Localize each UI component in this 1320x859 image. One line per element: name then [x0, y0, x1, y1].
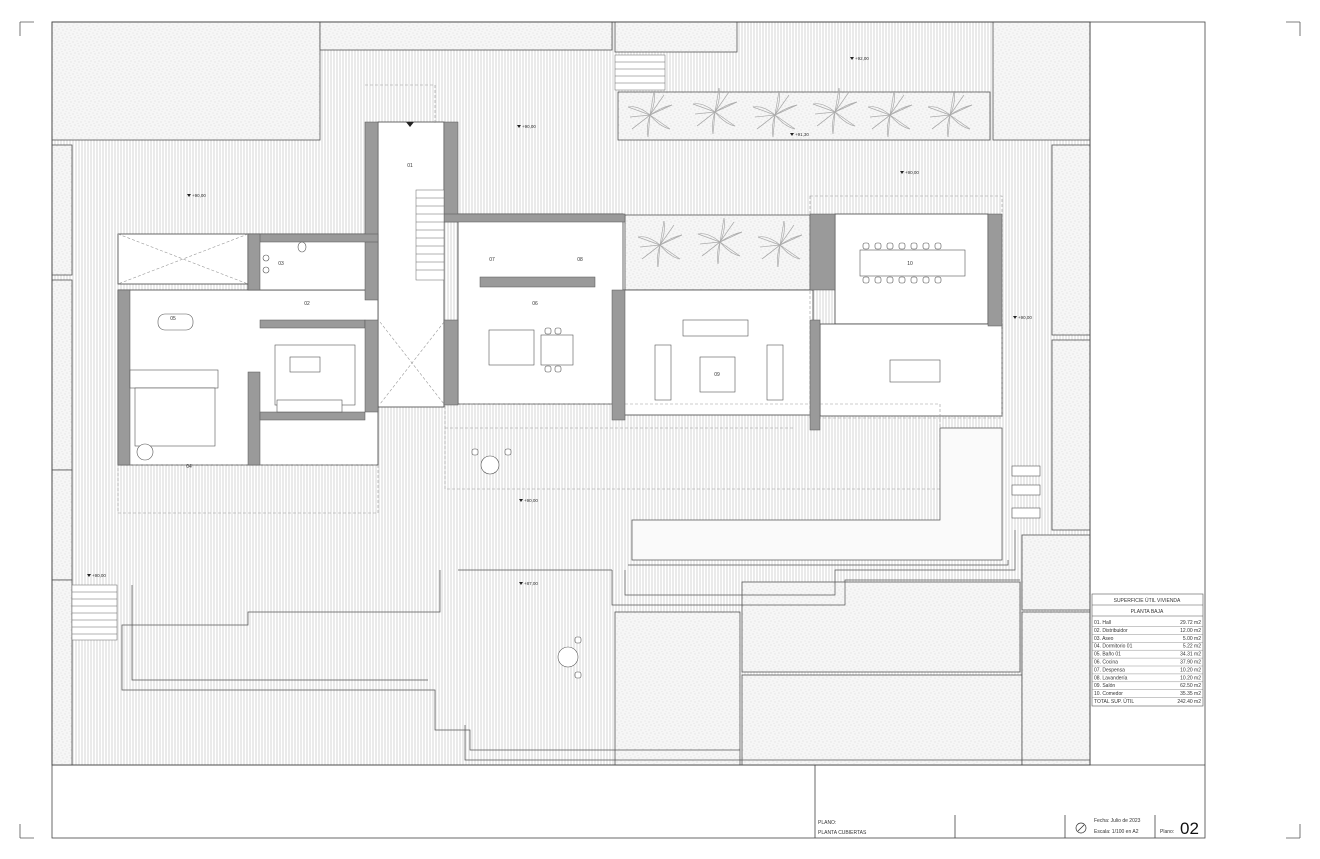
room-label: 01	[407, 163, 413, 169]
total-label: TOTAL SUP. ÚTIL	[1094, 698, 1134, 705]
scale-label: Escala: 1/100 en A2	[1094, 829, 1139, 835]
coffee-table	[699, 356, 736, 393]
date-label: Fecha: Julio de 2023	[1094, 818, 1141, 824]
total-value: 242.40 m2	[1177, 699, 1201, 705]
room-label: 06	[532, 301, 538, 307]
bed	[134, 387, 216, 447]
terrace-dining-table	[889, 359, 941, 383]
title-block: PLANO: PLANTA CUBIERTAS Fecha: Julio de …	[818, 818, 1199, 838]
room-label: 07	[489, 257, 495, 263]
entrance-arrow-icon	[406, 122, 414, 127]
table-row-area: 29.72 m2	[1180, 620, 1201, 626]
table-row-name: 04. Dormitorio 01	[1094, 644, 1133, 650]
kitchen-counter	[488, 329, 535, 366]
table-row-area: 10.20 m2	[1180, 675, 1201, 681]
level-label: +91,30	[795, 132, 809, 137]
table-row-name: 05. Baño 01	[1094, 652, 1121, 658]
table-title: SUPERFICIE ÚTIL VIVIENDA	[1114, 597, 1181, 604]
table-row-area: 10.20 m2	[1180, 667, 1201, 673]
room-label: 09	[714, 372, 720, 378]
table-row-name: 09. Salón	[1094, 683, 1115, 689]
sofa-right	[766, 344, 784, 401]
room-labels: 01 02 03 04 05 06 07 08 09 10	[170, 163, 913, 470]
table-row-area: 62.50 m2	[1180, 683, 1201, 689]
room-label: 08	[577, 257, 583, 263]
table-row-area: 5.22 m2	[1183, 644, 1201, 650]
level-label: +90,00	[524, 498, 538, 503]
table-row-name: 01. Hall	[1094, 620, 1111, 626]
dining-table-10	[859, 249, 966, 277]
table-row-name: 07. Despensa	[1094, 667, 1125, 673]
pool	[121, 427, 1090, 761]
north-arrow-icon	[1075, 822, 1087, 834]
room-label: 03	[278, 261, 284, 267]
armchair	[136, 443, 154, 461]
table-row-name: 08. Lavandería	[1094, 675, 1128, 681]
room-label: 05	[170, 316, 176, 322]
areas-table: SUPERFICIE ÚTIL VIVIENDA PLANTA BAJA 01.…	[1091, 593, 1204, 707]
kitchen-island	[540, 334, 574, 366]
room-label: 02	[304, 301, 310, 307]
exterior-stairs	[71, 54, 666, 641]
level-label: +90,00	[192, 193, 206, 198]
bed-headboard	[129, 369, 219, 389]
title-block-frame	[51, 21, 1206, 839]
table-row-name: 10. Comedor	[1094, 691, 1123, 697]
level-marks: +92,00 +91,30 +90,00 +90,00 +90,00 +90,0…	[87, 56, 1032, 586]
plano-name: PLANTA CUBIERTAS	[818, 830, 867, 836]
table-row-name: 06. Cocina	[1094, 660, 1118, 666]
sheet-frame	[19, 21, 1301, 839]
plano-label: PLANO:	[818, 820, 836, 826]
room-label: 10	[907, 261, 913, 267]
table-row-area: 37.90 m2	[1180, 660, 1201, 666]
level-label: +87,00	[524, 581, 538, 586]
gravel-areas	[51, 21, 1091, 766]
sofa-left	[654, 344, 672, 401]
table-subtitle: PLANTA BAJA	[1131, 609, 1164, 615]
furniture	[129, 241, 1041, 679]
level-label: +90,00	[92, 573, 106, 578]
level-label: +90,00	[522, 124, 536, 129]
sofa-top	[682, 319, 749, 337]
table-row-area: 34.31 m2	[1180, 652, 1201, 658]
table-row-name: 02. Distribuidor	[1094, 628, 1128, 634]
level-label: +90,00	[905, 170, 919, 175]
room-label: 04	[186, 464, 192, 470]
interior-stairs	[415, 189, 445, 281]
bathtub	[157, 313, 194, 331]
table-row-area: 35.35 m2	[1180, 691, 1201, 697]
level-label: +92,00	[855, 56, 869, 61]
table-row-area: 12.00 m2	[1180, 628, 1201, 634]
table-row-name: 03. Aseo	[1094, 636, 1114, 642]
sheet-number-label: Plano:	[1160, 829, 1174, 835]
level-label: +90,00	[1018, 315, 1032, 320]
sheet-number: 02	[1180, 819, 1199, 838]
table-row-area: 5.00 m2	[1183, 636, 1201, 642]
